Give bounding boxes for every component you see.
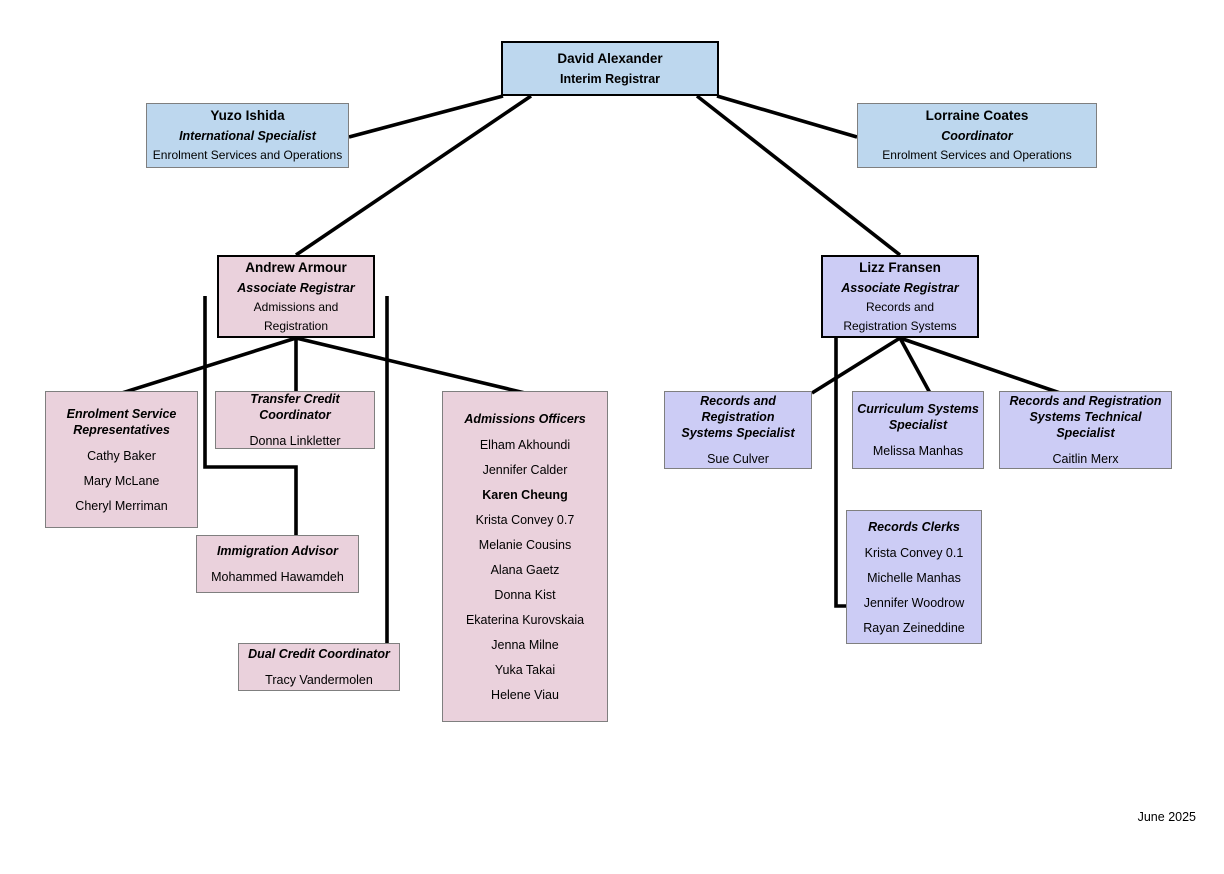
- assoc-records-department-line1: Records and: [865, 299, 935, 314]
- assoc-records-department-line2: Registration Systems: [843, 319, 957, 334]
- node-admissions-officers[interactable]: Admissions Officers Elham Akhoundi Jenni…: [442, 391, 608, 722]
- list-item: Krista Convey 0.7: [475, 512, 575, 527]
- list-item: Jennifer Woodrow: [863, 595, 965, 610]
- rr-technical-specialist-heading-line1: Records and Registration: [1009, 394, 1162, 408]
- list-item: Michelle Manhas: [867, 570, 961, 585]
- assoc-admissions-name: Andrew Armour: [245, 259, 347, 275]
- assoc-records-title: Associate Registrar: [841, 280, 959, 295]
- node-enrolment-service-representatives[interactable]: Enrolment Service Representatives Cathy …: [45, 391, 198, 528]
- list-item: Jenna Milne: [491, 637, 559, 652]
- records-clerks-heading: Records Clerks: [868, 519, 960, 534]
- admissions-officers-heading: Admissions Officers: [464, 411, 586, 426]
- assoc-admissions-title: Associate Registrar: [237, 280, 355, 295]
- list-item: Jennifer Calder: [482, 462, 568, 477]
- list-item: Yuka Takai: [494, 662, 556, 677]
- list-item: Ekaterina Kurovskaia: [465, 612, 585, 627]
- transfer-credit-heading: Transfer Credit Coordinator: [250, 392, 340, 422]
- footer-date: June 2025: [1137, 810, 1196, 824]
- connector-records-to-rr-technical-specialist: [899, 336, 1061, 395]
- node-coordinator[interactable]: Lorraine Coates Coordinator Enrolment Se…: [857, 103, 1097, 168]
- rr-technical-specialist-heading-line2: Systems Technical Specialist: [1029, 410, 1142, 440]
- list-item: Mohammed Hawamdeh: [211, 570, 344, 584]
- assoc-records-name: Lizz Fransen: [859, 259, 941, 275]
- list-item: Melissa Manhas: [872, 444, 964, 458]
- list-item: Karen Cheung: [482, 487, 568, 502]
- node-curriculum-systems-specialist[interactable]: Curriculum Systems Specialist Melissa Ma…: [852, 391, 984, 469]
- rr-systems-specialist-heading-line2: Systems Specialist: [681, 426, 795, 440]
- list-item: Donna Kist: [494, 587, 556, 602]
- node-rr-technical-specialist[interactable]: Records and Registration Systems Technic…: [999, 391, 1172, 469]
- coordinator-name: Lorraine Coates: [925, 108, 1029, 124]
- dual-credit-heading: Dual Credit Coordinator: [248, 647, 390, 661]
- enrolment-reps-heading-line2: Representatives: [73, 422, 170, 437]
- connector-records-to-curriculum-specialist: [898, 337, 932, 394]
- node-immigration-advisor[interactable]: Immigration Advisor Mohammed Hawamdeh: [196, 535, 359, 593]
- international-specialist-department: Enrolment Services and Operations: [152, 148, 343, 163]
- node-records-clerks[interactable]: Records Clerks Krista Convey 0.1 Michell…: [846, 510, 982, 644]
- list-item: Caitlin Merx: [1052, 452, 1119, 466]
- coordinator-department: Enrolment Services and Operations: [882, 148, 1072, 163]
- assoc-admissions-department-line1: Admissions and: [253, 299, 339, 314]
- list-item: Alana Gaetz: [490, 562, 560, 577]
- connector-registrar-to-coordinator: [716, 94, 858, 139]
- curriculum-specialist-heading-line1: Curriculum Systems: [857, 402, 979, 416]
- rr-systems-specialist-heading-line1: Records and Registration: [700, 394, 776, 424]
- connector-records-to-rr-systems-specialist: [811, 336, 901, 395]
- international-specialist-title: International Specialist: [179, 129, 316, 144]
- list-item: Cathy Baker: [87, 448, 156, 463]
- curriculum-specialist-heading-line2: Specialist: [888, 418, 948, 432]
- node-assoc-registrar-records[interactable]: Lizz Fransen Associate Registrar Records…: [821, 255, 979, 338]
- immigration-advisor-heading: Immigration Advisor: [216, 544, 339, 558]
- list-item: Donna Linkletter: [249, 434, 341, 448]
- list-item: Helene Viau: [491, 687, 559, 702]
- node-international-specialist[interactable]: Yuzo Ishida International Specialist Enr…: [146, 103, 349, 168]
- list-item: Krista Convey 0.1: [864, 545, 964, 560]
- list-item: Melanie Cousins: [478, 537, 572, 552]
- node-registrar[interactable]: David Alexander Interim Registrar: [501, 41, 719, 96]
- registrar-name: David Alexander: [557, 50, 663, 66]
- list-item: Cheryl Merriman: [75, 498, 168, 513]
- list-item: Elham Akhoundi: [479, 437, 571, 452]
- list-item: Mary McLane: [83, 473, 160, 488]
- connector-registrar-to-international: [348, 94, 504, 139]
- connector-admissions-to-admissions-officers: [295, 336, 526, 395]
- connector-admissions-to-enrolment-reps: [121, 336, 297, 395]
- list-item: Rayan Zeineddine: [863, 620, 965, 635]
- node-dual-credit-coordinator[interactable]: Dual Credit Coordinator Tracy Vandermole…: [238, 643, 400, 691]
- assoc-admissions-department-line2: Registration: [263, 319, 329, 334]
- coordinator-title: Coordinator: [941, 129, 1013, 144]
- connector-records-elbow-to-clerks: [834, 338, 846, 608]
- node-transfer-credit-coordinator[interactable]: Transfer Credit Coordinator Donna Linkle…: [215, 391, 375, 449]
- list-item: Sue Culver: [707, 452, 769, 466]
- node-rr-systems-specialist[interactable]: Records and Registration Systems Special…: [664, 391, 812, 469]
- registrar-title: Interim Registrar: [559, 72, 661, 87]
- enrolment-reps-heading-line1: Enrolment Service: [66, 406, 177, 421]
- node-assoc-registrar-admissions[interactable]: Andrew Armour Associate Registrar Admiss…: [217, 255, 375, 338]
- international-specialist-name: Yuzo Ishida: [210, 108, 285, 124]
- list-item: Tracy Vandermolen: [265, 673, 373, 687]
